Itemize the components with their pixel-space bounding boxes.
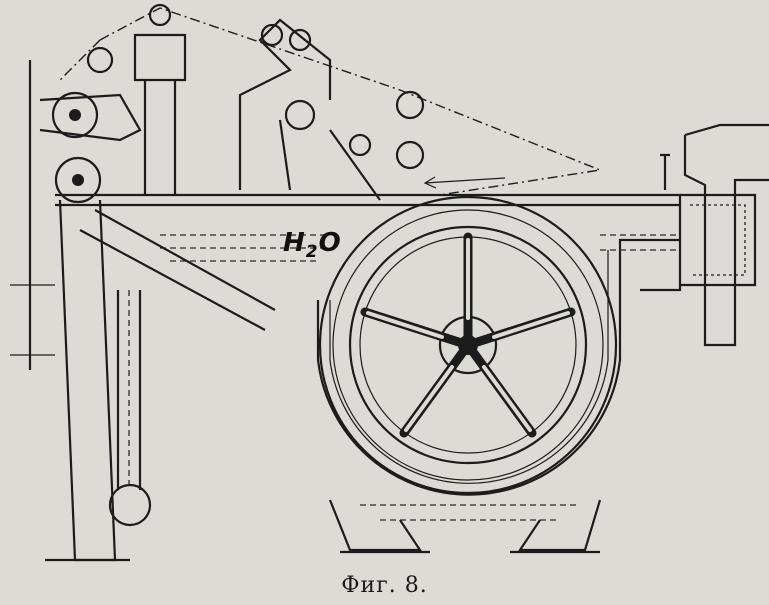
rollers xyxy=(51,3,425,204)
outlet-pipe xyxy=(660,123,769,347)
feet xyxy=(328,499,602,554)
wheel xyxy=(318,195,618,495)
flow-arrow xyxy=(423,176,506,189)
figure-caption: Фиг. 8. xyxy=(341,573,428,598)
machine-drawing xyxy=(10,3,769,562)
water-label: H2O xyxy=(283,228,342,262)
inclined-pipe xyxy=(79,209,276,331)
roller-frames xyxy=(39,18,381,201)
tank xyxy=(55,193,757,496)
belt-line xyxy=(59,7,603,196)
water xyxy=(160,234,680,521)
label-h: H xyxy=(283,228,306,258)
left-frame xyxy=(10,60,152,562)
label-o: O xyxy=(318,228,342,258)
label-subscript: 2 xyxy=(305,242,319,263)
